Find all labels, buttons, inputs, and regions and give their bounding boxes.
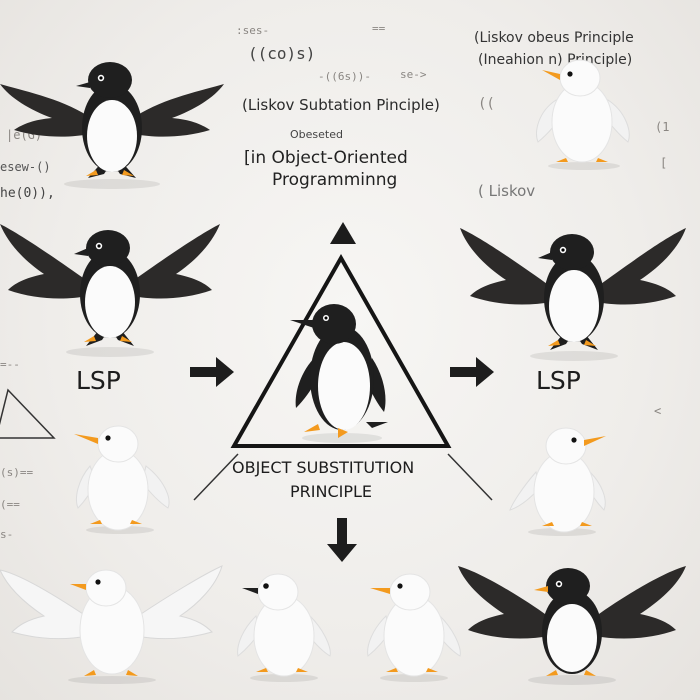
lsp-label-right: LSP (536, 366, 581, 395)
scribble-mark: =-- (0, 358, 20, 371)
penguin-spread-wings (0, 214, 222, 356)
oop-line-2: Programminng (272, 170, 397, 190)
oop-line-1: [in Object-Oriented (244, 148, 408, 168)
scribble-mark: (1 (655, 120, 669, 134)
scribble-mark: :ses- (236, 24, 269, 37)
arrow-right-icon (188, 354, 236, 390)
white-bird-small-wings (232, 564, 336, 682)
white-bird-small-wings (508, 418, 612, 536)
scribble-mark: s- (0, 528, 13, 541)
scribble-mark: < (654, 404, 661, 418)
penguin-spread-wings (460, 220, 686, 360)
central-penguin (288, 298, 398, 444)
scribble-mark: he(0)), (0, 186, 55, 201)
scribble-mark: se-> (400, 68, 427, 81)
principle-line-1: OBJECT SUBSTITUTION (232, 458, 414, 477)
arrow-down-icon (324, 516, 360, 564)
scribble-mark: (( (478, 96, 495, 112)
penguin-spread-wings (0, 38, 228, 188)
scribble-mark: == (372, 22, 385, 35)
connector-line (190, 450, 240, 504)
small-triangle-icon (328, 220, 358, 246)
outline-triangle-icon (0, 384, 58, 440)
scribble-mark: (== (0, 498, 20, 511)
white-bird-small-wings (68, 414, 174, 534)
scribble-mark: (s)== (0, 466, 33, 479)
right-note: ( Liskov (478, 182, 535, 200)
scribble-mark: [ (660, 156, 667, 170)
principle-line-2: PRINCIPLE (290, 482, 372, 501)
top-scribble: ((co)s) (248, 44, 315, 63)
connector-line (446, 450, 496, 504)
scribble-mark: -((6s))- (318, 70, 371, 83)
penguin-spread-wings (458, 558, 686, 684)
obeseted-text: Obeseted (290, 128, 343, 141)
white-bird-spread-wings (0, 560, 224, 684)
white-bird-small-wings (520, 50, 650, 170)
lsp-heading: (Liskov Subtation Pinciple) (242, 96, 440, 114)
white-bird-small-wings (362, 564, 466, 682)
lsp-label-left: LSP (76, 366, 121, 395)
right-heading-line-1: (Liskov obeus Principle (474, 30, 634, 46)
